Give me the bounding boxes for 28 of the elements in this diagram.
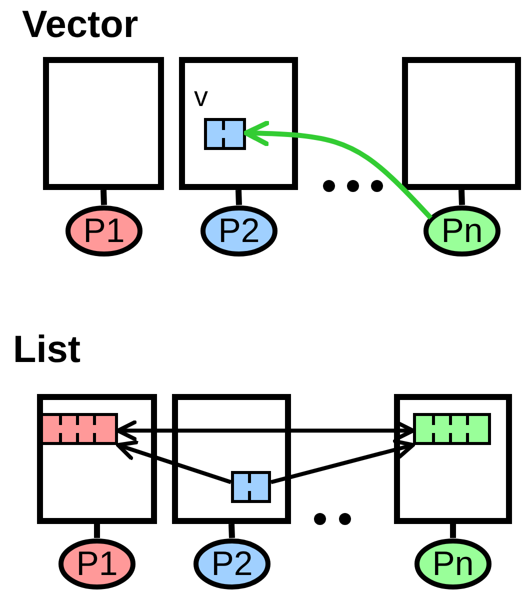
- memory-box: [179, 57, 298, 190]
- memory-box: [402, 57, 521, 190]
- section-heading: Vector: [22, 6, 138, 44]
- memory-box: [43, 57, 164, 190]
- process-label: P2: [211, 547, 253, 581]
- connector-line: [458, 190, 465, 206]
- array-block: [413, 413, 491, 445]
- connector-line: [100, 190, 107, 206]
- arrow: [270, 439, 415, 484]
- variable-label: v: [194, 82, 208, 112]
- process-label: Pn: [432, 547, 474, 581]
- connector-line: [236, 190, 242, 206]
- data-block: [231, 471, 271, 503]
- memory-box: [394, 394, 512, 524]
- process-label: Pn: [441, 214, 483, 248]
- process-label: P2: [218, 214, 260, 248]
- arrow: [116, 420, 415, 441]
- array-block: [40, 413, 118, 445]
- section-heading: List: [13, 331, 81, 369]
- connector-line: [94, 524, 100, 538]
- process-label: P1: [76, 547, 118, 581]
- memory-box: [172, 394, 291, 524]
- arrow: [116, 440, 232, 484]
- arrow: [244, 120, 433, 220]
- connector-line: [228, 524, 235, 538]
- connector-line: [450, 524, 456, 538]
- memory-box: [37, 394, 157, 524]
- process-label: P1: [83, 214, 125, 248]
